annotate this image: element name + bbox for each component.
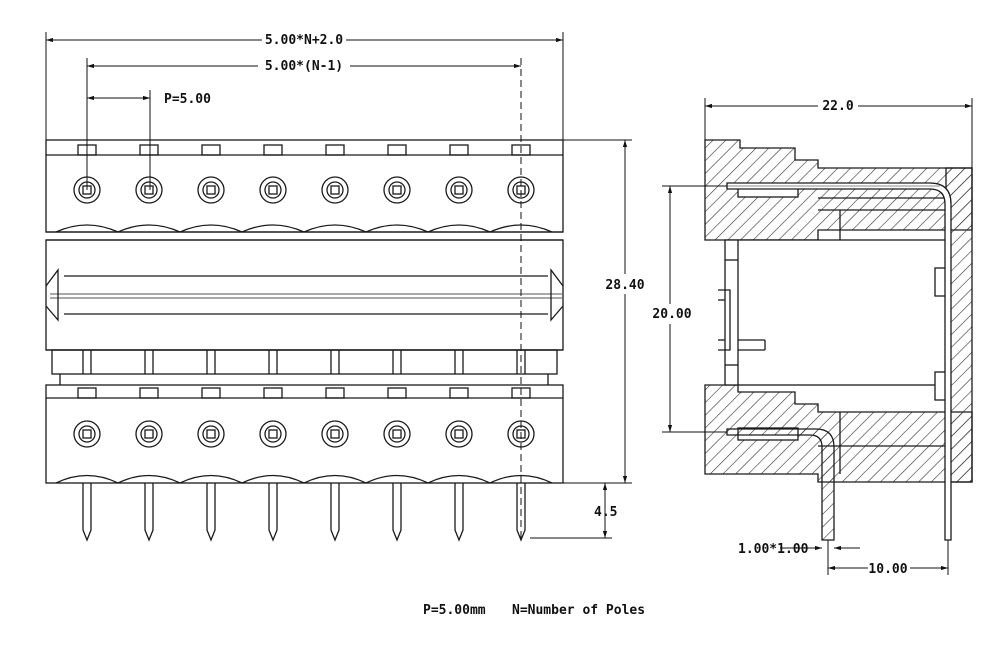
side-view xyxy=(704,139,973,541)
screw-terminal-icon xyxy=(383,420,411,448)
wire-entry-tab xyxy=(201,387,221,399)
screw-terminal-icon xyxy=(259,420,287,448)
wire-entry-tab xyxy=(139,387,159,399)
pitch-span-label: 5.00*(N-1) xyxy=(265,59,343,74)
pin-offset-label: 10.00 xyxy=(868,562,907,577)
screw-terminal-icon xyxy=(73,420,101,448)
lower-housing xyxy=(45,384,564,484)
pcb-pin xyxy=(82,483,92,542)
overall-height-label: 28.40 xyxy=(605,278,644,293)
screw-terminal-icon xyxy=(445,176,473,204)
poles-note: N=Number of Poles xyxy=(512,603,645,618)
screw-terminal-icon xyxy=(135,420,163,448)
pcb-pin xyxy=(392,483,402,542)
screw-terminal-icon xyxy=(197,176,225,204)
wire-entry-tab xyxy=(325,144,345,156)
overall-width-label: 5.00*N+2.0 xyxy=(265,33,343,48)
wire-entry-tab xyxy=(325,387,345,399)
pcb-pin xyxy=(454,483,464,542)
pcb-pin xyxy=(268,483,278,542)
side-depth-label: 22.0 xyxy=(822,99,853,114)
screw-terminal-icon xyxy=(321,420,349,448)
screw-terminal-icon xyxy=(259,176,287,204)
screw-terminal-icon xyxy=(321,176,349,204)
pcb-pin xyxy=(330,483,340,542)
wire-entry-tab xyxy=(511,144,531,156)
wire-entry-tab xyxy=(387,144,407,156)
pcb-pin xyxy=(516,483,526,542)
wire-entry-tab xyxy=(263,387,283,399)
middle-body xyxy=(45,239,564,351)
wire-entry-tab xyxy=(449,387,469,399)
wire-entry-tab xyxy=(139,144,159,156)
pitch-label: P=5.00 xyxy=(164,92,211,107)
wire-entry-tab xyxy=(449,144,469,156)
screw-terminal-icon xyxy=(445,420,473,448)
screw-terminal-icon xyxy=(197,420,225,448)
pitch-note: P=5.00mm xyxy=(423,603,486,618)
pin-length-label: 4.5 xyxy=(594,505,617,520)
wire-entry-tab xyxy=(263,144,283,156)
upper-housing xyxy=(45,139,564,233)
wire-entry-tab xyxy=(387,387,407,399)
screw-terminal-icon xyxy=(135,176,163,204)
front-view xyxy=(45,139,564,542)
wire-entry-tab xyxy=(201,144,221,156)
screw-terminal-icon xyxy=(383,176,411,204)
pin-size-label: 1.00*1.00 xyxy=(738,542,809,557)
pcb-pin xyxy=(206,483,216,542)
pin-row-spacing-label: 20.00 xyxy=(652,307,691,322)
wire-entry-tab xyxy=(77,387,97,399)
pcb-pin xyxy=(144,483,154,542)
